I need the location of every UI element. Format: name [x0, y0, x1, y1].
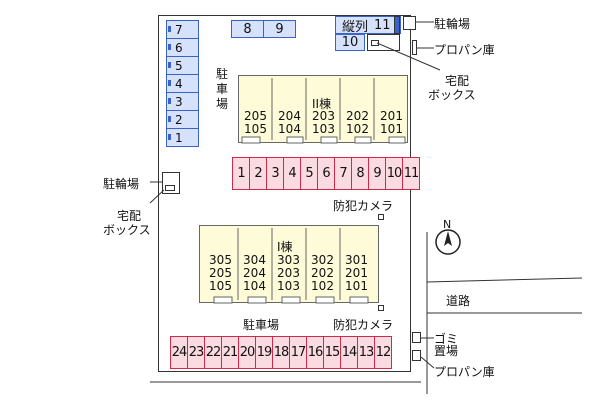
room-201: 201: [345, 266, 368, 280]
building-2: [238, 75, 408, 143]
building-1-name: I棟: [277, 240, 293, 254]
room-202: 202: [346, 109, 369, 123]
room-204: 204: [278, 109, 301, 123]
room-301: 301: [345, 253, 368, 267]
tandem-marker: [394, 16, 400, 34]
room-202: 202: [311, 266, 334, 280]
delivery-label-top-1: 宅配: [445, 74, 470, 88]
room-105: 105: [209, 279, 232, 293]
room-303: 303: [277, 253, 300, 267]
property-boundary: [158, 15, 411, 372]
parking-space-left-3: 3: [166, 92, 199, 111]
room-204: 204: [243, 266, 266, 280]
parking-space-bottom-12: 12: [374, 336, 392, 369]
parking-space-left-2: 2: [166, 110, 199, 129]
room-201: 201: [380, 109, 403, 123]
room-103: 103: [277, 279, 300, 293]
parking-space-mid-10: 10: [385, 157, 403, 190]
bicycle-parking-top: [403, 16, 416, 30]
camera-label-bottom: 防犯カメラ: [333, 318, 394, 332]
room-105: 105: [244, 122, 267, 136]
north-compass-icon: [435, 229, 461, 255]
tandem-space-10: 10: [335, 34, 365, 51]
building-2-name: II棟: [312, 97, 332, 111]
garbage-storage: [412, 332, 421, 343]
parking-space-bottom-21: 21: [221, 336, 239, 369]
room-305: 305: [209, 253, 232, 267]
parking-space-bottom-15: 15: [323, 336, 341, 369]
room-102: 102: [311, 279, 334, 293]
room-304: 304: [243, 253, 266, 267]
room-102: 102: [346, 122, 369, 136]
bicycle-label-top: 駐輪場: [434, 17, 471, 31]
camera-top-icon: [378, 214, 384, 220]
delivery-label-left-2: ボックス: [103, 223, 151, 237]
propane-storage-bottom: [412, 350, 421, 361]
bicycle-label-left: 駐輪場: [103, 177, 140, 191]
room-104: 104: [243, 279, 266, 293]
parking-label-bottom: 駐車場: [243, 318, 280, 332]
propane-label-top: プロパン庫: [434, 43, 495, 57]
room-104: 104: [278, 122, 301, 136]
parking-label-vertical: 駐車場: [215, 67, 228, 111]
parking-space-left-1: 1: [166, 128, 199, 147]
delivery-label-top-2: ボックス: [428, 88, 476, 102]
camera-label-top: 防犯カメラ: [333, 199, 394, 213]
room-205: 205: [209, 266, 232, 280]
propane-label-bottom: プロパン庫: [434, 365, 495, 379]
camera-bottom-icon: [378, 305, 384, 311]
tandem-space-11: 11: [374, 17, 391, 33]
room-203: 203: [277, 266, 300, 280]
tandem-space-10-label: 10: [341, 35, 359, 50]
room-302: 302: [311, 253, 334, 267]
parking-space-bottom-23: 23: [187, 336, 205, 369]
propane-storage-top: [412, 40, 417, 55]
garbage-label-1: ゴミ: [434, 332, 459, 346]
room-101: 101: [345, 279, 368, 293]
garbage-label-2: 置場: [434, 344, 459, 358]
delivery-label-left-1: 宅配: [117, 209, 142, 223]
tandem-parking-label-cell: 縦列 11: [335, 16, 401, 35]
parking-space-top-9: 9: [263, 20, 296, 38]
room-205: 205: [244, 109, 267, 123]
tandem-label: 縦列: [342, 19, 369, 35]
room-101: 101: [380, 122, 403, 136]
road-label: 道路: [446, 294, 471, 308]
delivery-box-top-slot: [371, 40, 379, 46]
parking-space-mid-11: 11: [402, 157, 420, 190]
north-label: N: [443, 218, 452, 231]
building-1: [199, 225, 379, 303]
delivery-box-top: [367, 34, 400, 51]
room-103: 103: [312, 122, 335, 136]
room-203: 203: [312, 109, 335, 123]
delivery-box-left: [165, 185, 175, 191]
